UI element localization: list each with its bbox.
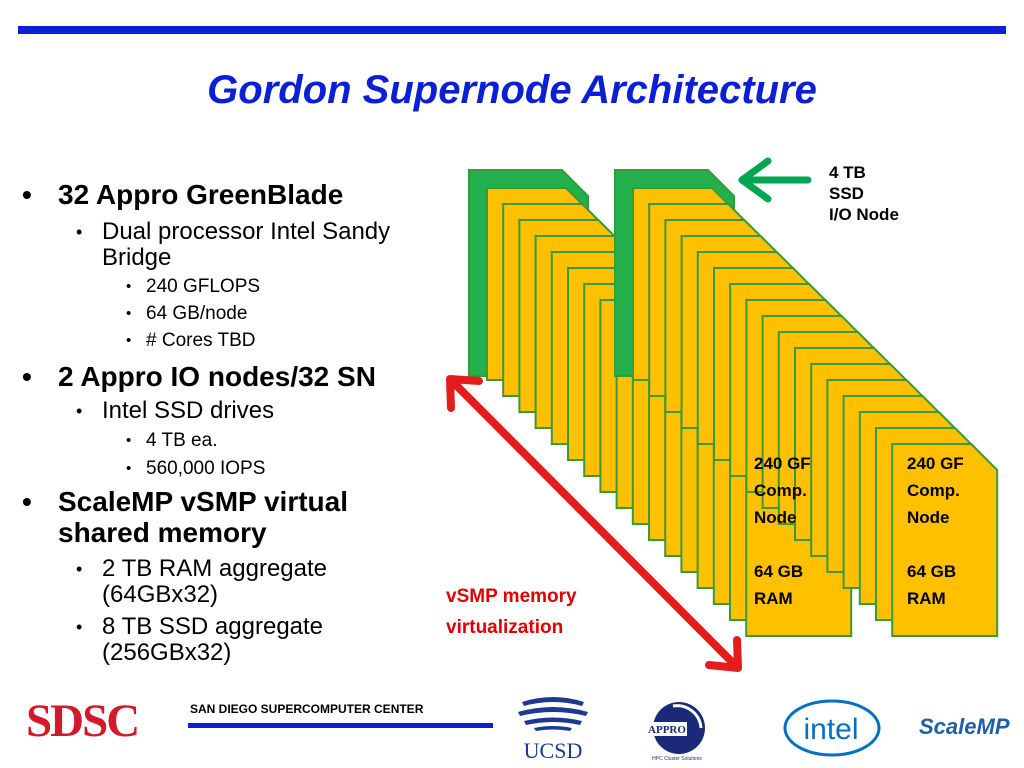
- svg-text:HPC Cluster Solutions: HPC Cluster Solutions: [652, 756, 702, 762]
- svg-text:ScaleMP: ScaleMP: [919, 714, 1010, 739]
- red-double-arrow-icon: [446, 375, 742, 672]
- svg-text:intel: intel: [803, 713, 858, 746]
- io-node-label: 4 TB SSD I/O Node: [829, 163, 899, 224]
- footer-text: SAN DIEGO SUPERCOMPUTER CENTER: [190, 702, 424, 716]
- scalemp-logo: ScaleMP: [919, 714, 1010, 739]
- compute-node-label-left: 240 GF Comp. Node 64 GB RAM: [754, 454, 811, 608]
- sdsc-logo: SDSC: [26, 695, 140, 747]
- slide-title: Gordon Supernode Architecture: [207, 68, 817, 112]
- svg-text:UCSD: UCSD: [524, 738, 583, 763]
- footer-rule: [188, 723, 493, 728]
- appro-logo: APPRO HPC Cluster Solutions: [647, 702, 705, 762]
- compute-node-card: [891, 443, 999, 637]
- intel-logo: intel: [783, 699, 881, 757]
- top-rule: [18, 26, 1006, 34]
- ucsd-logo: UCSD: [518, 697, 588, 763]
- node-stack-right: [614, 169, 999, 637]
- compute-node-label-right: 240 GF Comp. Node 64 GB RAM: [907, 454, 964, 608]
- vsmp-label: vSMP memory virtualization: [446, 586, 577, 638]
- svg-text:APPRO: APPRO: [648, 724, 686, 736]
- green-arrow-icon: [738, 157, 812, 203]
